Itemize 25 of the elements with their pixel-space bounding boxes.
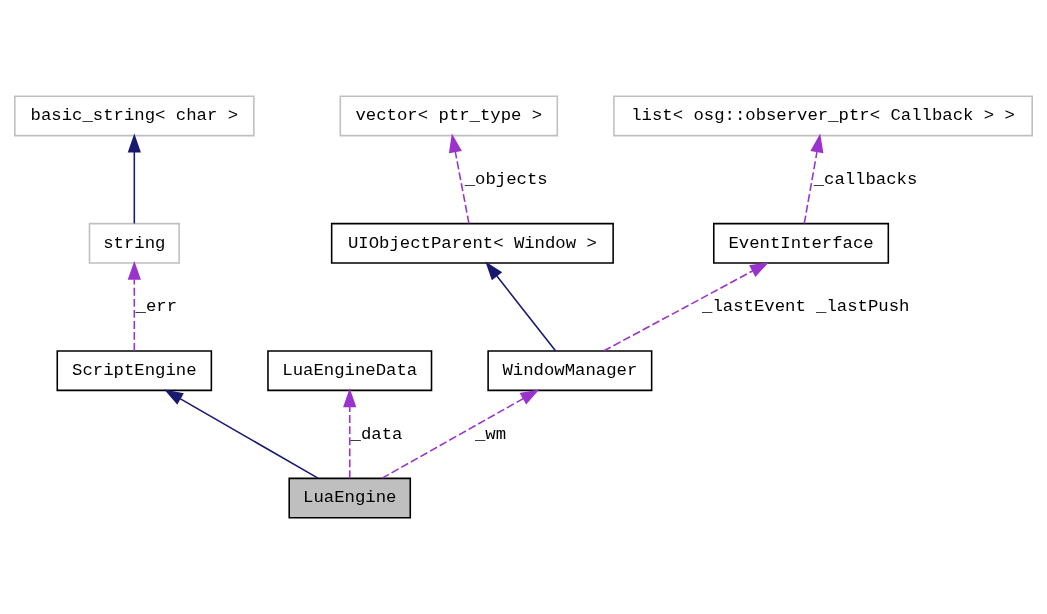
node-box: LuaEngineData: [267, 350, 433, 392]
edge-label: _err: [135, 297, 178, 317]
node-box: ScriptEngine: [56, 350, 213, 392]
arrow: [448, 133, 470, 225]
arrow: [803, 133, 824, 225]
node-box: UIObjectParent< Window >: [330, 222, 614, 264]
arrow: [127, 260, 141, 352]
node-box: EventInterface: [713, 222, 890, 264]
node-box: basic_string< char >: [14, 95, 255, 137]
edge-label: _callbacks: [813, 170, 918, 190]
edge-label: _objects: [464, 170, 548, 190]
arrow: [381, 389, 540, 479]
node-box: WindowManager: [487, 350, 653, 392]
node-box: LuaEngine: [288, 477, 412, 519]
arrow: [164, 389, 319, 479]
node-box: string: [88, 222, 180, 264]
edge-label: _data: [350, 424, 403, 444]
edge-label: _lastEvent _lastPush: [702, 297, 910, 317]
arrow: [127, 133, 141, 225]
arrow: [603, 262, 769, 352]
node-box: vector< ptr_type >: [339, 95, 559, 137]
edge-label: _wm: [474, 424, 507, 444]
node-box: list< osg::observer_ptr< Callback > >: [613, 95, 1033, 137]
arrow: [343, 388, 357, 479]
arrow: [485, 261, 557, 352]
